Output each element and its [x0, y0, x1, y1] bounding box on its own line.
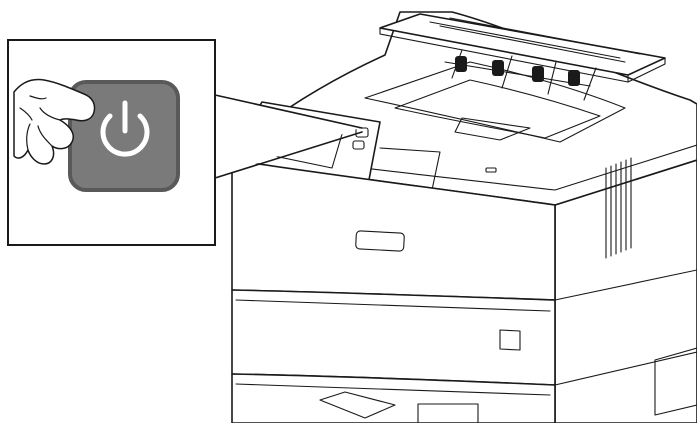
side-vents — [605, 157, 632, 259]
callout-connector — [215, 95, 360, 178]
callout — [7, 39, 363, 246]
status-light — [485, 167, 497, 173]
hand-icon — [13, 78, 96, 165]
side-tray-edge — [554, 269, 697, 386]
side-panel-inset — [654, 347, 697, 416]
panel-home-button — [352, 140, 365, 150]
paper-tray-1-lip — [235, 299, 551, 312]
paper-tray-2-guide — [319, 391, 396, 419]
output-extender-edge — [379, 27, 629, 83]
output-bin-slot — [454, 117, 531, 141]
output-bin-floor — [394, 79, 601, 139]
callout-connector-bottom — [214, 131, 363, 179]
output-extender-edge-right — [627, 57, 666, 83]
front-door-handle — [355, 230, 405, 252]
printer — [231, 11, 697, 423]
paper-tray-2-handle — [417, 403, 479, 423]
extender-ribs — [429, 17, 641, 63]
callout-connector-top — [214, 94, 363, 129]
power-icon — [100, 100, 150, 157]
paper-tray-1 — [231, 289, 556, 386]
paper-tray-2-lip — [235, 383, 551, 396]
output-rollers — [444, 49, 597, 101]
paper-tray-1-handle — [499, 329, 521, 351]
